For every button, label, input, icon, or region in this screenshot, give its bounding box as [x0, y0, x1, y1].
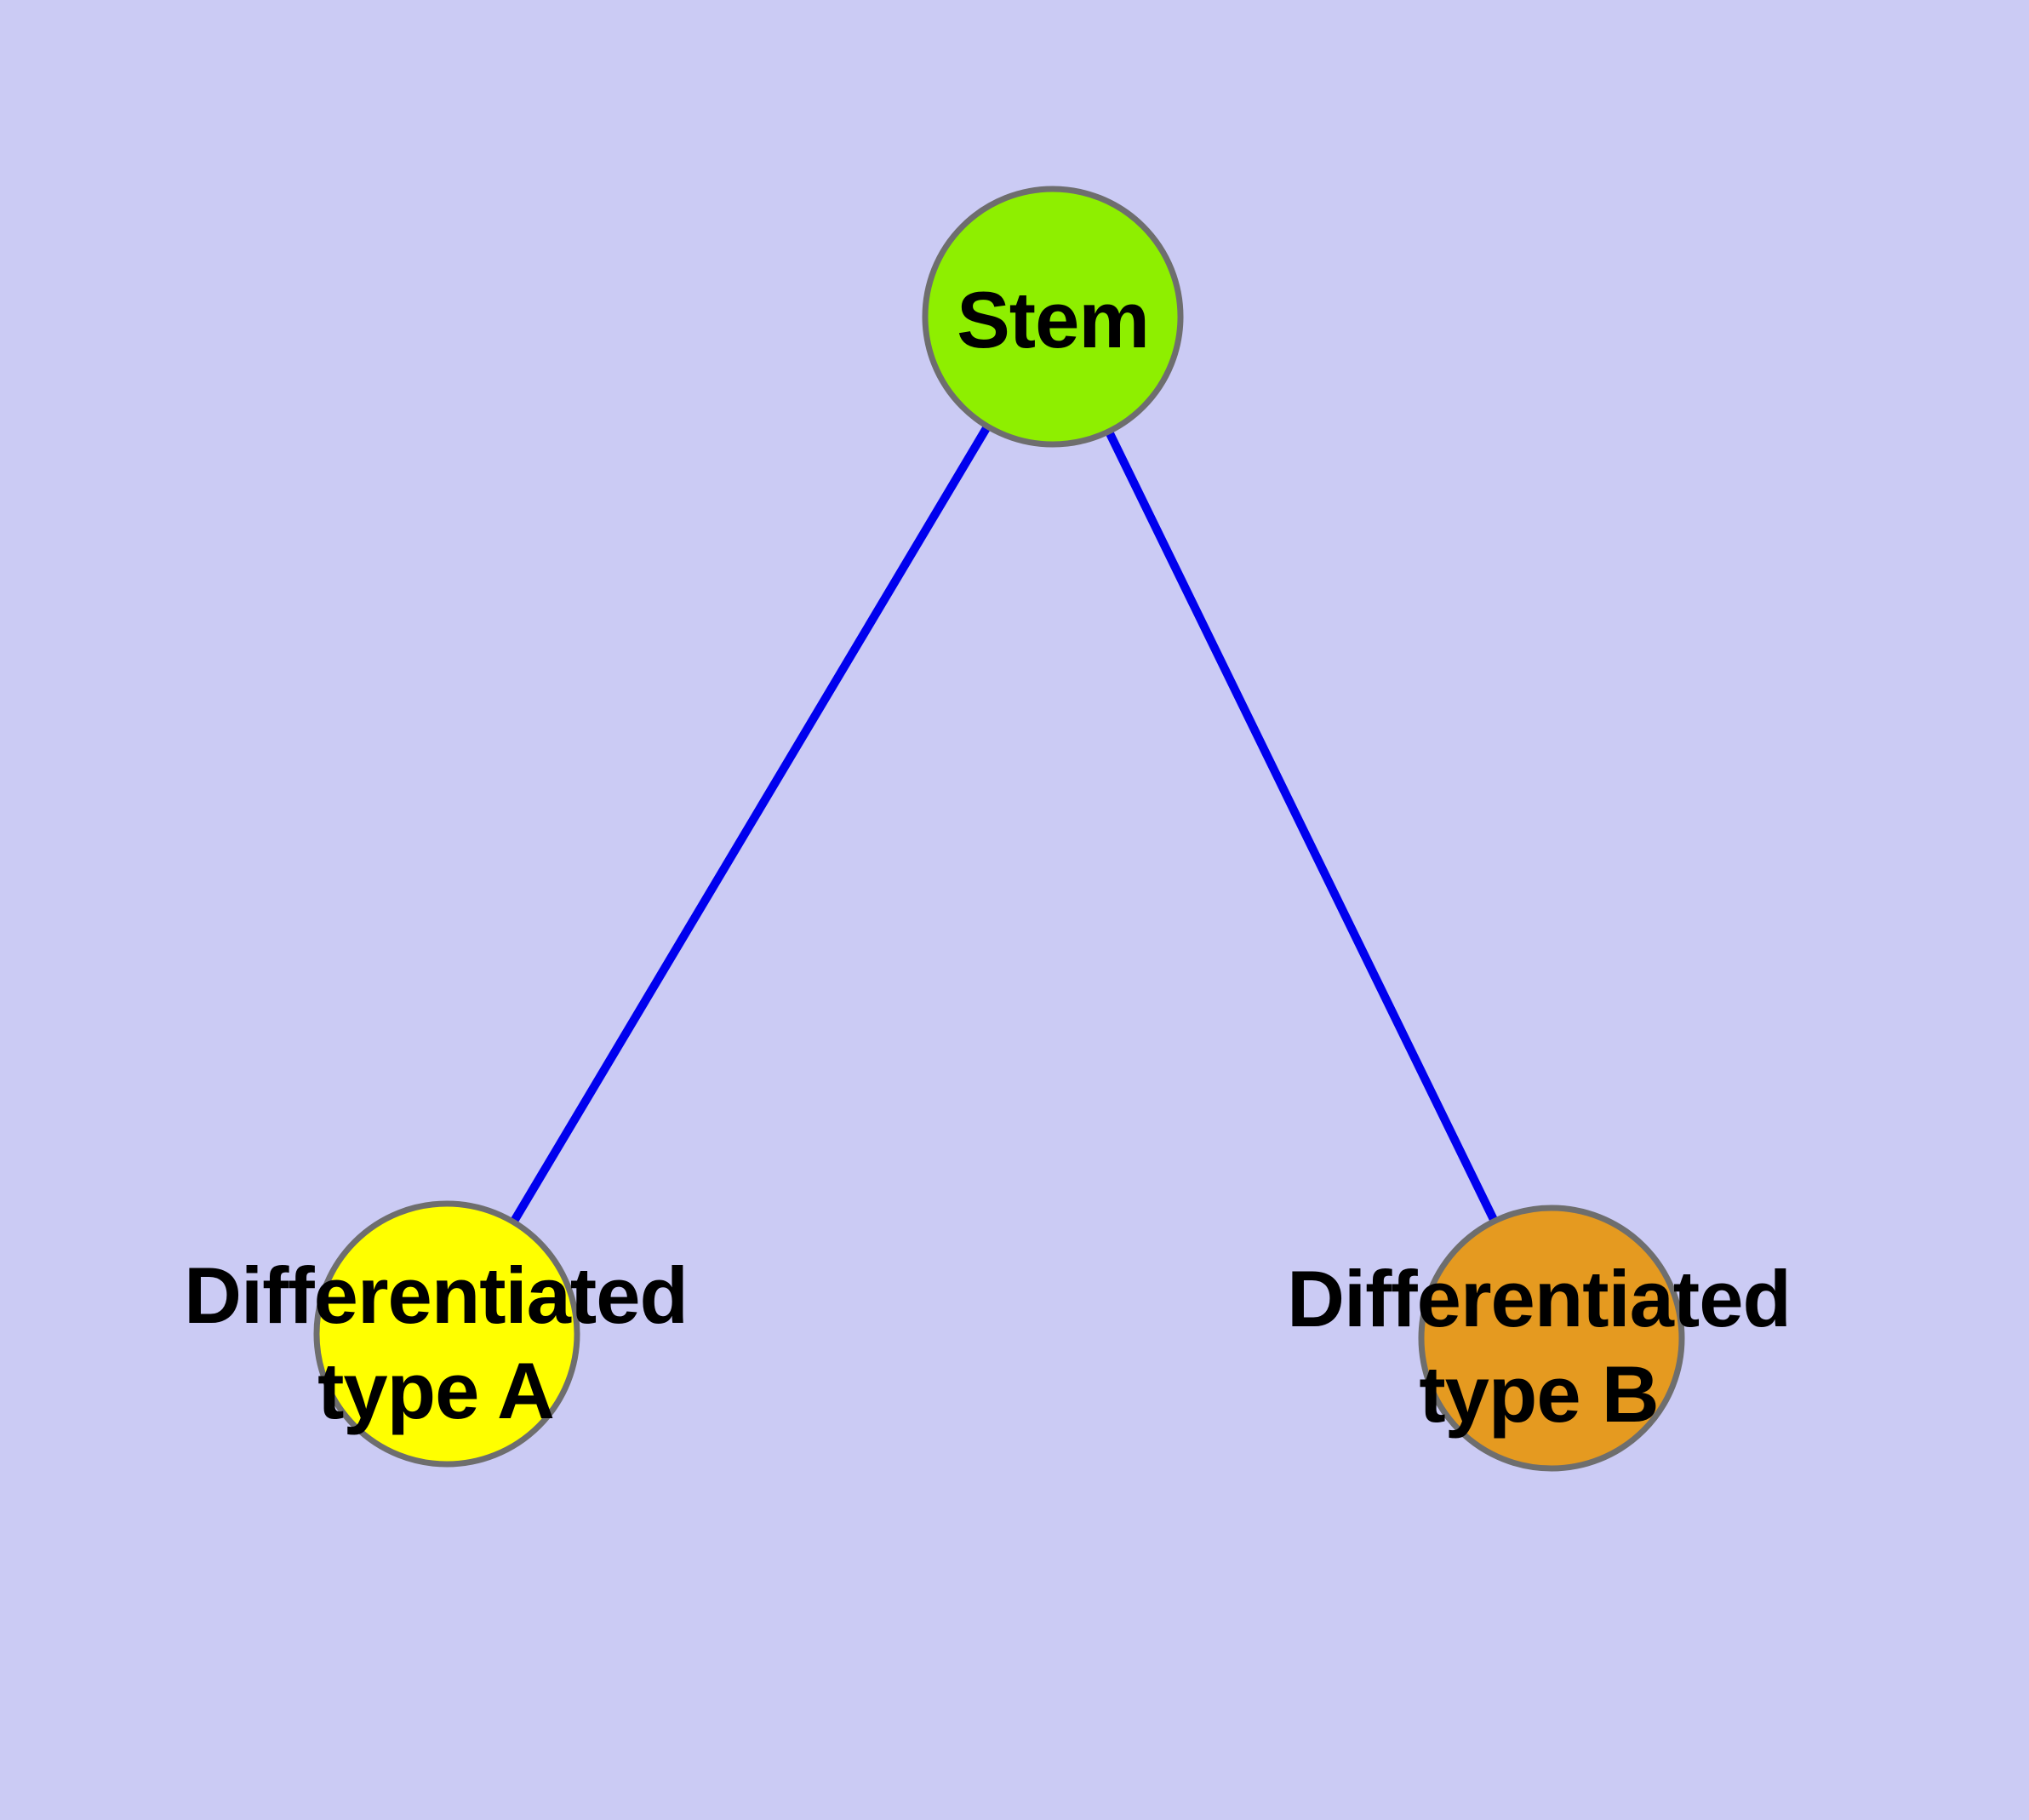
- label-line: type A: [317, 1346, 555, 1435]
- edge-stem-to-type-a: [443, 314, 1057, 1336]
- edge-stem-to-type-b: [1049, 314, 1556, 1341]
- node-stem[interactable]: [922, 186, 1184, 448]
- label-line: Differentiated: [1287, 1254, 1792, 1343]
- label-line: Differentiated: [184, 1251, 689, 1340]
- node-label-differentiated-type-a: Differentiated type A: [184, 1248, 689, 1439]
- node-differentiated-type-a[interactable]: [313, 1200, 580, 1468]
- node-differentiated-type-b[interactable]: [1418, 1205, 1685, 1472]
- label-line: type B: [1419, 1349, 1659, 1439]
- node-label-differentiated-type-b: Differentiated type B: [1287, 1251, 1792, 1442]
- node-label-stem: Stem: [957, 275, 1150, 364]
